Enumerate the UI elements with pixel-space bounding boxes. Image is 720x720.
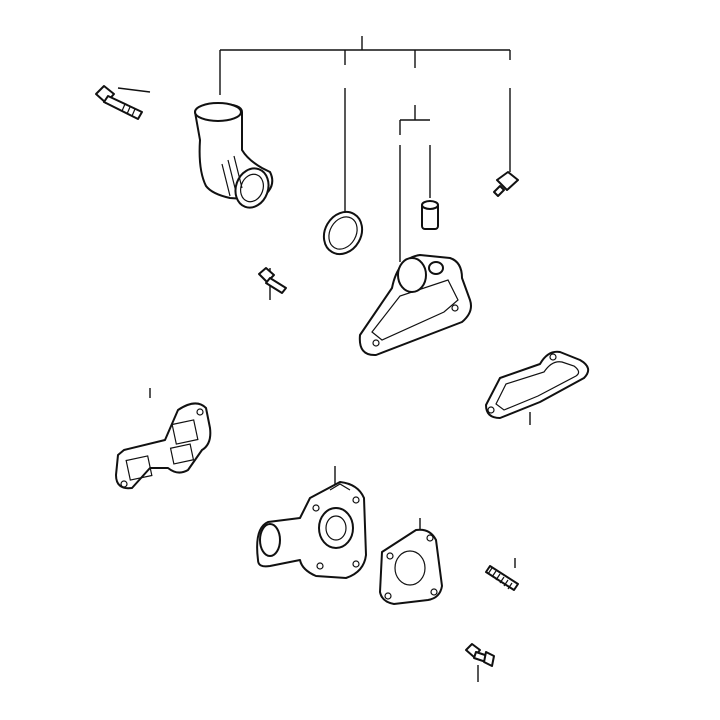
stud (485, 565, 519, 591)
leader-lines (117, 36, 531, 682)
thermostat-housing (358, 254, 472, 357)
manifold-gasket-left (115, 402, 212, 490)
thermostat-plug (421, 200, 439, 230)
bleed-screw (493, 171, 519, 197)
square-gasket (379, 528, 443, 605)
water-outlet-housing (256, 481, 367, 579)
o-ring (322, 210, 364, 256)
small-bolt (258, 267, 287, 294)
coolant-elbow-pipe (194, 102, 274, 209)
bolt-upper-left (95, 85, 143, 120)
housing-gasket-right (485, 350, 590, 419)
bolt-lower (465, 643, 495, 667)
